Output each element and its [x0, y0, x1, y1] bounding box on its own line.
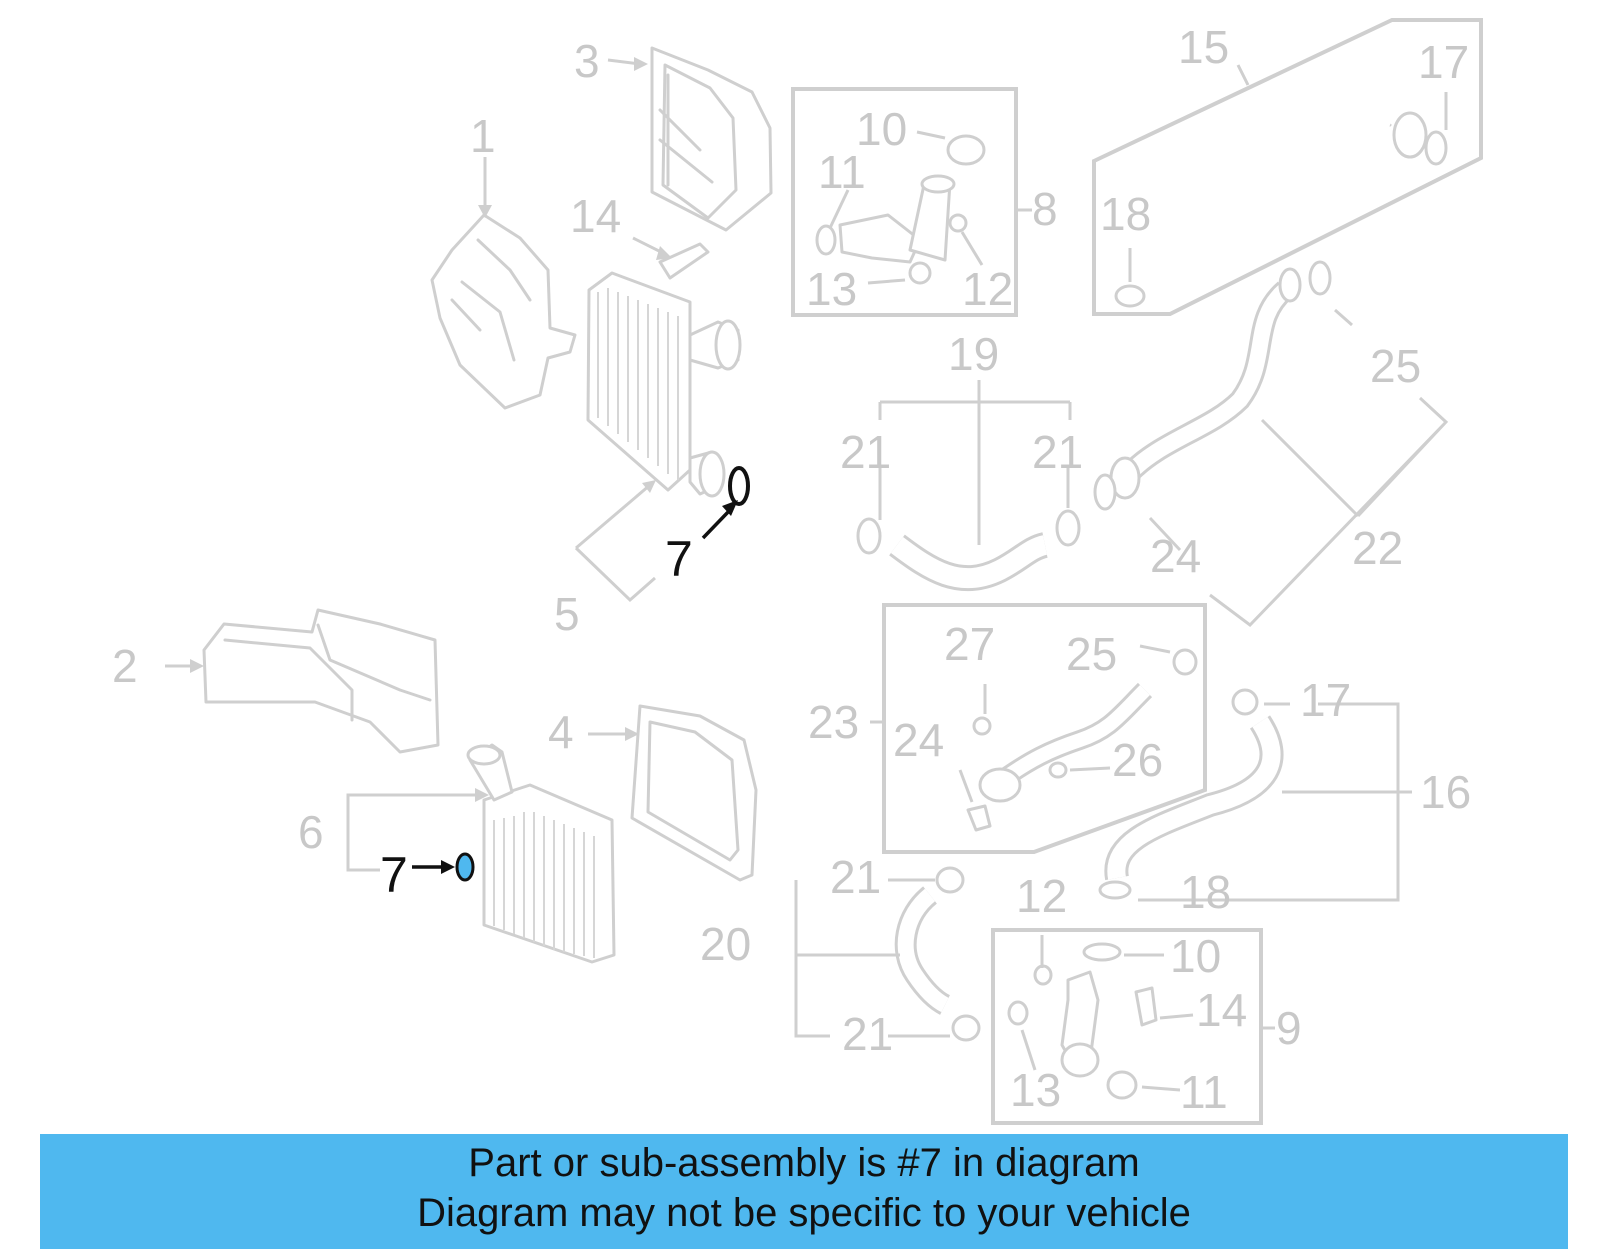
part-25-oring — [1308, 260, 1332, 296]
callout-3: 3 — [574, 35, 600, 87]
callout-6: 6 — [298, 806, 324, 858]
part-1-duct — [430, 213, 577, 410]
part-18-oring — [1098, 880, 1132, 900]
leader-lines — [165, 57, 1449, 1092]
part-24-oring — [1093, 473, 1117, 511]
assembly-15-hose — [1114, 109, 1448, 308]
callout-23: 23 — [808, 696, 859, 748]
callout-10-top: 10 — [856, 103, 907, 155]
part-7-seal-upper — [728, 466, 750, 506]
part-3-air-box — [650, 46, 773, 232]
callout-15: 15 — [1178, 21, 1229, 73]
part-27-clip — [972, 716, 992, 736]
assembly-9-parts — [1007, 942, 1158, 1100]
callout-19: 19 — [948, 328, 999, 380]
callout-7-lower: 7 — [380, 847, 408, 903]
part-6-intercooler — [466, 743, 616, 964]
callout-7-upper: 7 — [665, 531, 693, 587]
callout-13-bottom: 13 — [1010, 1064, 1061, 1116]
part-20-hose — [894, 866, 981, 1042]
part-5-intercooler — [586, 271, 742, 498]
callout-11-top: 11 — [818, 146, 866, 198]
part-19-hose — [856, 509, 1081, 592]
callout-18-top: 18 — [1100, 188, 1151, 240]
leader-lines-part-7 — [412, 500, 738, 874]
callout-5: 5 — [554, 588, 580, 640]
part-14-sensor — [658, 242, 710, 280]
callout-25-lower: 25 — [1066, 628, 1117, 680]
part-10-gasket — [946, 134, 986, 166]
callout-20: 20 — [700, 918, 751, 970]
callout-21-lower-top: 21 — [830, 851, 881, 903]
part-4-air-box — [630, 704, 758, 882]
part-12-clip — [1033, 964, 1053, 986]
part-17-oring — [1231, 688, 1259, 716]
callout-26: 26 — [1112, 734, 1163, 786]
callout-14-bottom: 14 — [1196, 984, 1247, 1036]
part-17-oring — [1424, 130, 1448, 166]
callout-22: 22 — [1352, 522, 1403, 574]
banner-line-disclaimer: Diagram may not be specific to your vehi… — [417, 1191, 1191, 1235]
part-21-oring-right — [1055, 509, 1081, 547]
assembly-8-parts — [815, 134, 986, 285]
part-11-oring — [1106, 1070, 1138, 1100]
part-26-clip — [1048, 761, 1068, 779]
part-15-hose-end — [1392, 111, 1428, 159]
part-24-seal — [966, 804, 992, 832]
banner-line-part-number: Part or sub-assembly is #7 in diagram — [468, 1141, 1140, 1185]
part-2-duct — [202, 608, 440, 754]
callout-17-top: 17 — [1418, 36, 1469, 88]
part-11-oring — [815, 224, 837, 256]
callout-21-lower-bottom: 21 — [842, 1008, 893, 1060]
callout-12-top: 12 — [962, 263, 1013, 315]
part-12-clip — [948, 213, 968, 233]
callout-10-bottom: 10 — [1170, 930, 1221, 982]
callout-9: 9 — [1276, 1002, 1302, 1054]
part-21-oring-bottom — [951, 1014, 981, 1042]
part-10-gasket — [1082, 942, 1122, 962]
callout-4: 4 — [548, 706, 574, 758]
assembly-box-15 — [1092, 18, 1483, 316]
callout-1: 1 — [470, 110, 496, 162]
callout-24-upper: 24 — [1150, 530, 1201, 582]
callout-14-top: 14 — [570, 190, 621, 242]
part-13-grommet — [1007, 1000, 1029, 1026]
part-14-sensor — [1134, 986, 1158, 1027]
part-22-hose — [1093, 260, 1332, 511]
assembly-box-8 — [791, 87, 1018, 317]
part-7-seal-lower — [455, 852, 475, 882]
callout-12-bottom: 12 — [1016, 870, 1067, 922]
part-13-grommet — [908, 261, 932, 285]
callout-2: 2 — [112, 640, 138, 692]
callout-25-upper: 25 — [1370, 340, 1421, 392]
part-16-hose — [1098, 688, 1284, 900]
part-21-oring-top — [935, 866, 965, 894]
info-banner: Part or sub-assembly is #7 in diagram Di… — [40, 1134, 1568, 1249]
callout-11-bottom: 11 — [1180, 1066, 1228, 1118]
part-18-oring — [1114, 284, 1146, 308]
part-25-oring — [1172, 648, 1198, 676]
callout-13-top: 13 — [806, 263, 857, 315]
assembly-box-23 — [882, 603, 1207, 854]
callout-16: 16 — [1420, 766, 1471, 818]
callout-21-upper-left: 21 — [840, 426, 891, 478]
callout-17-bottom: 17 — [1300, 674, 1351, 726]
assembly-23-parts — [966, 648, 1198, 832]
callout-8: 8 — [1032, 183, 1058, 235]
callout-27: 27 — [944, 618, 995, 670]
part-8-pipe — [838, 213, 922, 264]
callout-18-bottom: 18 — [1180, 866, 1231, 918]
callout-24-lower: 24 — [893, 714, 944, 766]
callout-21-upper-right: 21 — [1032, 426, 1083, 478]
part-21-oring-left — [856, 517, 882, 555]
callout-labels: 1 2 3 4 5 6 7 7 8 9 10 10 11 11 12 12 13… — [112, 21, 1471, 1118]
